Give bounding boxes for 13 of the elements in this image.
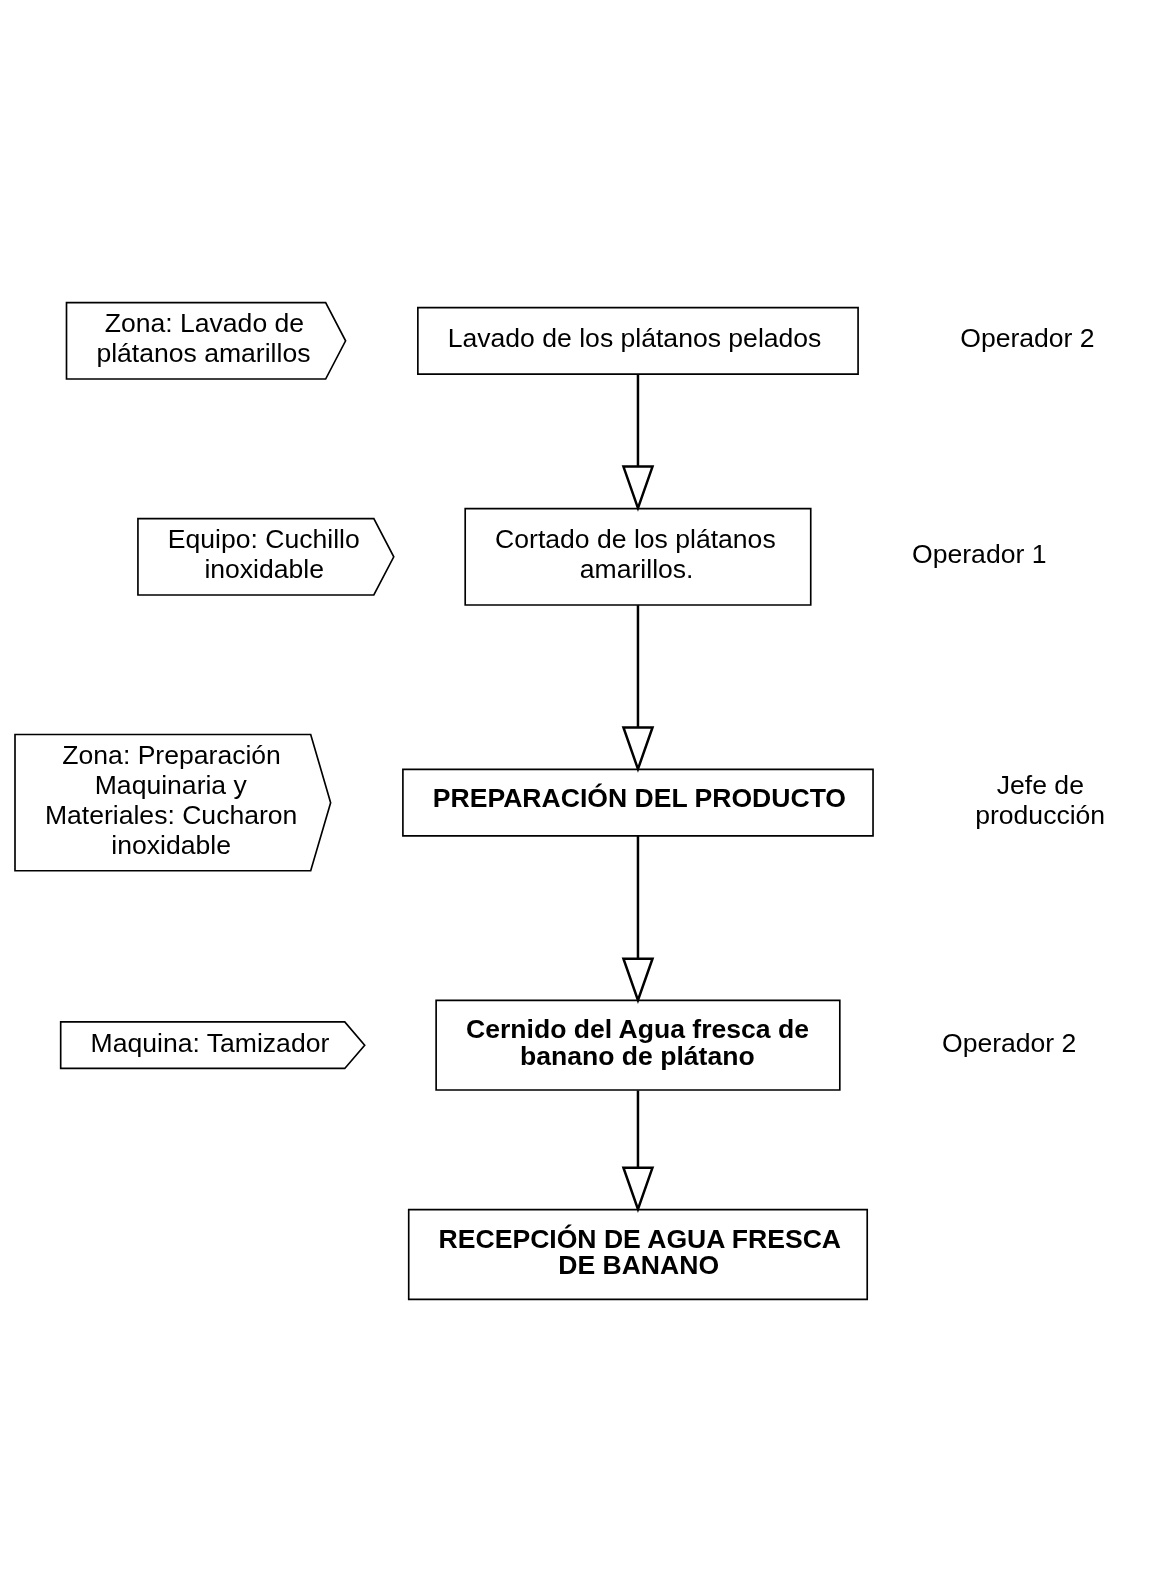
arrow — [621, 835, 655, 1004]
node-box: Lavado de los plátanos pelados — [417, 306, 859, 375]
node-label: Operador 1 — [912, 538, 1047, 569]
arrow — [621, 604, 655, 773]
node-box: PREPARACIÓN DEL PRODUCTO — [402, 768, 874, 837]
arrow — [621, 373, 655, 512]
node-box: Cortado de los plátanos amarillos. — [464, 507, 812, 606]
arrow — [621, 1090, 655, 1213]
node-box: RECEPCIÓN DE AGUA FRESCA DE BANANO — [407, 1208, 869, 1300]
node-label: Jefe de producción — [975, 769, 1106, 830]
node-label: Operador 2 — [941, 1027, 1077, 1057]
node-label: Operador 2 — [960, 322, 1095, 353]
node-box: Cernido del Agua fresca de banano de plátano — [435, 999, 841, 1091]
